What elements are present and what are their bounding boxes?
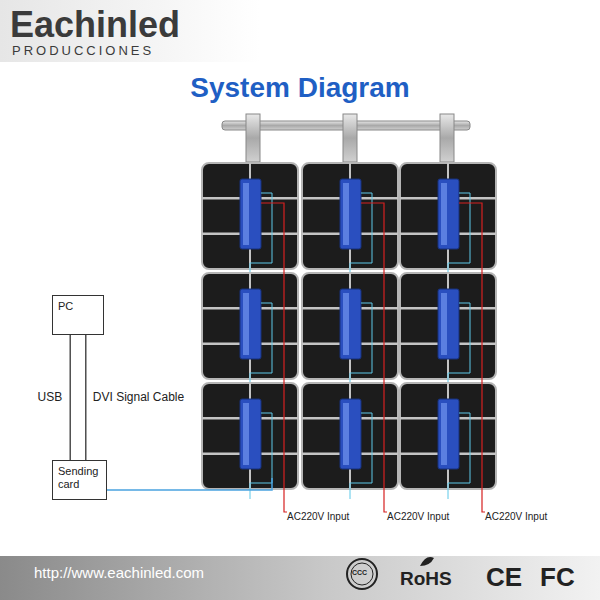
- rohs-leaf: [420, 557, 434, 566]
- power-box-highlight: [243, 293, 249, 355]
- sending-card-box: Sending card: [52, 460, 107, 500]
- header-band: [0, 0, 260, 62]
- data-cable: [250, 303, 272, 389]
- data-cable: [448, 193, 470, 279]
- power-box: [340, 289, 361, 359]
- ccc-mark-text: CCC: [352, 569, 367, 577]
- power-box: [438, 289, 459, 359]
- signal-wire: [104, 478, 272, 490]
- data-cable: [350, 303, 372, 389]
- power-box-highlight: [441, 183, 447, 245]
- power-box-highlight: [441, 293, 447, 355]
- node-label: Sending card: [58, 465, 101, 491]
- hanger: [246, 114, 260, 162]
- cable-label: DVI Signal Cable: [93, 391, 184, 405]
- website-url: http://www.eachinled.com: [34, 564, 204, 581]
- power-box: [438, 399, 459, 469]
- data-cable: [350, 193, 372, 279]
- rohs-mark: RoHS: [400, 568, 452, 590]
- power-box-highlight: [441, 403, 447, 465]
- fc-mark: FC: [540, 563, 575, 593]
- power-box: [240, 179, 261, 249]
- power-box-highlight: [343, 183, 349, 245]
- hanger: [343, 114, 357, 162]
- data-cable: [448, 413, 470, 499]
- pc-box: PC: [52, 295, 104, 335]
- signal-cable: [85, 335, 86, 460]
- diagram-title: System Diagram: [0, 72, 600, 104]
- power-box-highlight: [343, 293, 349, 355]
- power-box: [240, 399, 261, 469]
- cable-label: USB: [38, 391, 63, 405]
- brand-logo: Eachinled: [10, 4, 180, 45]
- power-box-highlight: [243, 403, 249, 465]
- led-wall: [202, 114, 496, 512]
- node-label: PC: [58, 300, 98, 313]
- data-cable: [250, 413, 272, 499]
- data-cable: [250, 193, 272, 279]
- ce-mark: CE: [486, 563, 522, 593]
- power-box: [340, 399, 361, 469]
- data-cable: [350, 413, 372, 499]
- ccc-mark: [347, 559, 377, 589]
- power-cable: [361, 203, 387, 512]
- signal-cable: [70, 335, 71, 460]
- power-label: AC220V Input: [287, 511, 349, 523]
- brand-subtitle: PRODUCCIONES: [12, 44, 154, 59]
- ccc-mark: [351, 563, 373, 585]
- power-cable: [459, 203, 485, 512]
- power-box: [438, 179, 459, 249]
- power-label: AC220V Input: [387, 511, 449, 523]
- power-box: [240, 289, 261, 359]
- power-box-highlight: [243, 183, 249, 245]
- power-box-highlight: [343, 403, 349, 465]
- data-cable: [448, 303, 470, 389]
- hanger: [440, 114, 454, 162]
- power-label: AC220V Input: [485, 511, 547, 523]
- footer-band: [0, 556, 600, 600]
- power-cable: [261, 203, 287, 512]
- power-box: [340, 179, 361, 249]
